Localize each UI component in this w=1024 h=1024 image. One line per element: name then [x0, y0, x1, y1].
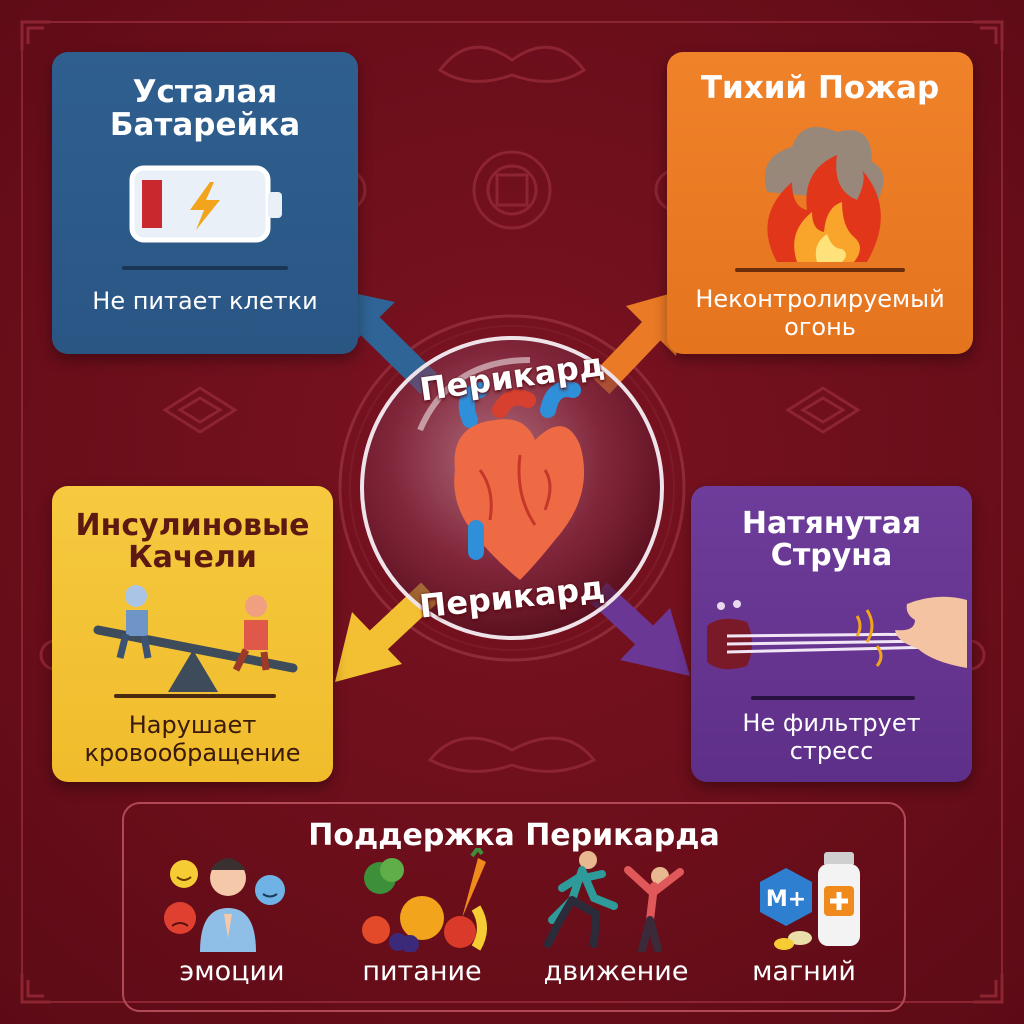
divider — [114, 694, 276, 698]
card-silent-fire: Тихий Пожар Неконтролируемый огонь — [667, 52, 973, 354]
card-subtitle-line1: Нарушает — [128, 711, 257, 739]
support-item-exercise: движение — [543, 956, 689, 987]
support-item-emotions: эмоции — [179, 956, 285, 987]
seesaw-icon — [93, 585, 298, 692]
support-panel: Поддержка Перикарда — [122, 802, 906, 1012]
card-subtitle-line1: Не фильтрует — [742, 709, 921, 737]
battery-icon — [129, 165, 282, 243]
support-title: Поддержка Перикарда — [308, 818, 720, 853]
card-title-line2: Качели — [128, 540, 257, 576]
card-title-line2: Струна — [770, 538, 893, 574]
divider — [122, 266, 288, 270]
magnesium-badge: M+ — [766, 887, 806, 912]
card-title: Натянутая Струна — [691, 506, 972, 574]
support-item-food: питание — [362, 956, 482, 987]
divider — [751, 696, 915, 700]
card-subtitle-line2: огонь — [784, 312, 856, 341]
card-title: Инсулиновые Качели — [52, 508, 333, 576]
card-title: Усталая Батарейка — [52, 74, 358, 144]
card-title-line1: Инсулиновые — [75, 508, 310, 543]
card-subtitle: Не фильтрует стресс — [691, 709, 972, 765]
card-insulin-swings: Инсулиновые Качели Нарушает кровообращен… — [52, 486, 333, 782]
card-subtitle: Не питает клетки — [92, 287, 318, 315]
card-subtitle: Неконтролируемый огонь — [667, 285, 973, 341]
card-title: Тихий Пожар — [700, 70, 940, 106]
food-icon — [362, 848, 487, 952]
card-subtitle-line2: стресс — [789, 736, 874, 765]
card-title-line1: Натянутая — [741, 506, 922, 541]
card-subtitle-line2: кровообращение — [84, 738, 301, 767]
support-item-magnesium: магний — [752, 956, 856, 987]
fire-icon — [764, 127, 884, 262]
exercise-icon — [544, 851, 684, 952]
emotions-icon — [164, 858, 285, 952]
card-taut-string: Натянутая Струна Не фильтрует стресс — [691, 486, 972, 782]
card-tired-battery: Усталая Батарейка Не питает клетки — [52, 52, 358, 354]
string-hand-icon — [707, 596, 967, 670]
magnesium-icon: M+ — [760, 852, 860, 950]
card-subtitle: Нарушает кровообращение — [52, 711, 333, 767]
heart-icon — [454, 381, 585, 580]
divider — [735, 268, 905, 272]
card-title-line1: Усталая — [132, 74, 278, 110]
card-subtitle-line1: Неконтролируемый — [695, 285, 945, 313]
card-title-line2: Батарейка — [109, 107, 301, 144]
